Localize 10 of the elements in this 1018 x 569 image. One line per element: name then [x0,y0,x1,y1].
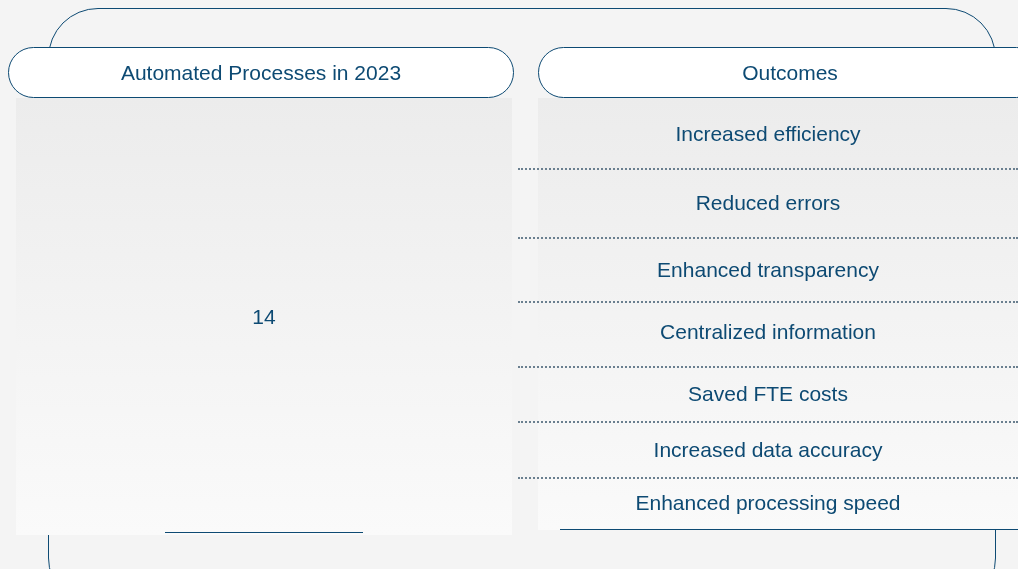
outcome-text: Saved FTE costs [687,382,849,406]
outcome-text: Centralized information [659,320,877,344]
outcome-text: Increased efficiency [674,122,862,146]
header-pill: Automated Processes in 2023 [8,47,514,98]
header-pill: Outcomes [538,47,1018,98]
outcome-text: Reduced errors [694,191,842,215]
outcome-text: Enhanced transparency [656,258,880,282]
outcome-text: Enhanced processing speed [634,491,902,515]
outcome-text: Increased data accuracy [652,438,884,462]
value-panel: 14 [16,98,512,535]
